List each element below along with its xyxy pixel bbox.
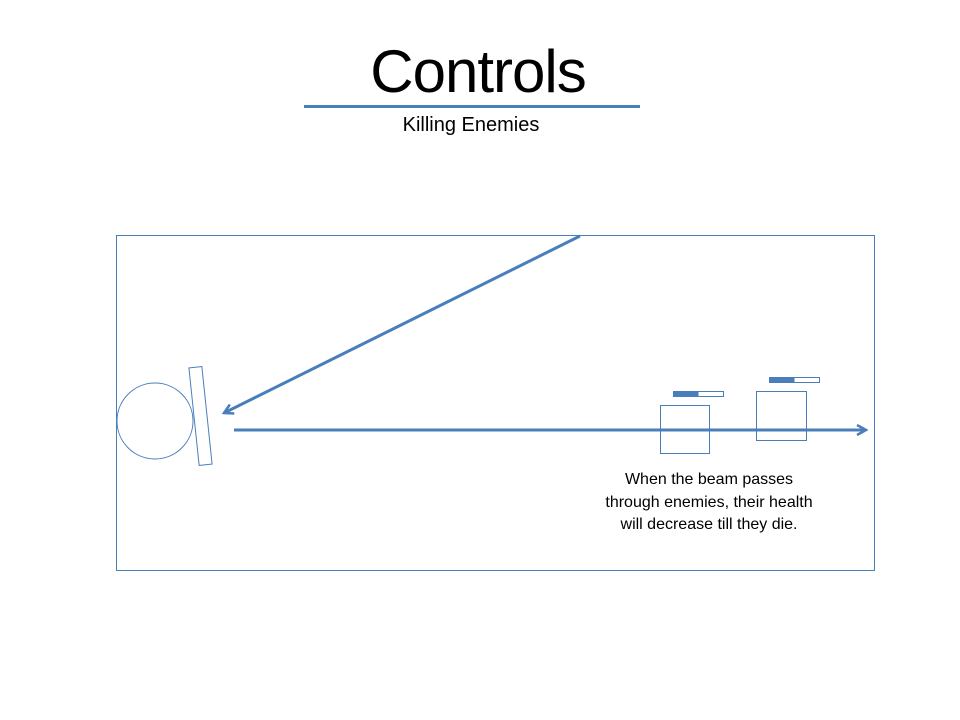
enemy-box (660, 405, 710, 454)
enemy-box (756, 391, 807, 441)
play-area-frame (116, 235, 875, 571)
player-shield (188, 366, 213, 466)
title-underline (304, 105, 640, 108)
beam-explanation-caption: When the beam passes through enemies, th… (605, 471, 813, 533)
incoming-direction-arrow (224, 234, 581, 413)
slide-title: Controls (370, 38, 586, 105)
player-circle (116, 382, 194, 460)
slide-subtitle: Killing Enemies (402, 114, 540, 136)
enemy-health-bar-fill (673, 391, 699, 397)
enemy-health-bar-fill (769, 377, 795, 383)
